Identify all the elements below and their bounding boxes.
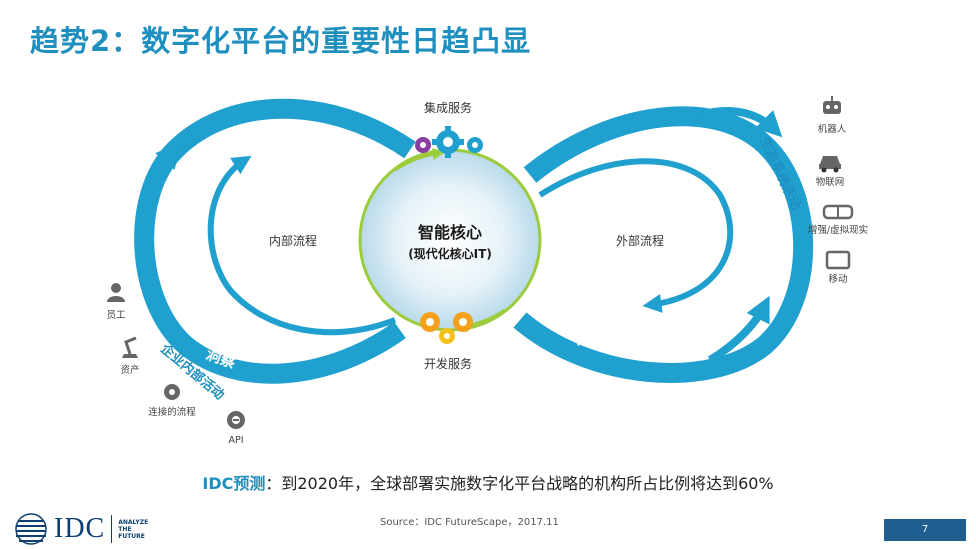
- internal-process-label: 内部流程: [269, 233, 317, 248]
- left-outer-loop: [134, 98, 416, 384]
- left-inner-loop: [207, 155, 397, 336]
- idc-logo: IDC ANALYZE THE FUTURE: [14, 512, 148, 546]
- tablet-icon: [825, 250, 851, 270]
- page-title: 趋势2：数字化平台的重要性日趋凸显: [30, 24, 532, 58]
- flow-data-left: 数据: [296, 127, 330, 153]
- flow-action: 行动: [570, 324, 605, 349]
- car-icon: [819, 156, 841, 173]
- robot-arm-icon: [122, 336, 138, 358]
- gear-icon: [453, 312, 473, 332]
- core-circle: [360, 150, 540, 330]
- right-outer-head: [698, 106, 783, 138]
- right-outer-loop: [513, 106, 814, 383]
- right-icon-label: 增强/虚拟现实: [808, 224, 868, 236]
- gear-icon: [415, 137, 431, 153]
- employee-icon: [107, 283, 125, 302]
- right-icon-label: 机器人: [818, 123, 847, 135]
- flow-data-right: 数据: [694, 135, 729, 164]
- gear-icon: [432, 126, 464, 158]
- left-icon-label: API: [228, 435, 243, 446]
- left-icon-label: 连接的流程: [148, 406, 196, 418]
- page-number: 7: [884, 519, 966, 541]
- right-icon-label: 物联网: [816, 176, 845, 188]
- core-ring-arrow-top: [394, 148, 445, 172]
- gear-icon: [164, 384, 180, 400]
- gear-icon: [439, 328, 455, 344]
- api-gear-icon: [227, 411, 245, 429]
- left-icon-label: 员工: [106, 310, 126, 321]
- gear-icon: [420, 312, 440, 332]
- gear-icon: [467, 137, 483, 153]
- core-title: 智能核心: [418, 223, 482, 242]
- integration-service-label: 集成服务: [424, 100, 472, 115]
- right-inner-loop: [538, 158, 734, 313]
- logo-wordmark: IDC: [54, 513, 106, 544]
- prediction-highlight: IDC预测: [202, 474, 266, 493]
- right-icon-label: 移动: [828, 273, 847, 285]
- globe-icon: [15, 513, 47, 545]
- left-icon-label: 资产: [120, 364, 139, 376]
- development-service-label: 开发服务: [424, 356, 472, 371]
- logo-tagline: ANALYZE THE FUTURE: [118, 518, 149, 540]
- robot-icon: [823, 96, 841, 114]
- idc-prediction: IDC预测：到2020年，全球部署实施数字化平台战略的机构所占比例将达到60%: [150, 470, 826, 494]
- core-subtitle: (现代化核心IT): [408, 246, 492, 261]
- vr-glasses-icon: [822, 204, 854, 220]
- prediction-text: ：到2020年，全球部署实施数字化平台战略的机构所占比例将达到60%: [265, 474, 774, 493]
- external-process-label: 外部流程: [616, 233, 664, 248]
- right-lower-tail: [707, 295, 770, 364]
- left-outer-tail: [135, 142, 182, 302]
- source-note: Source：IDC FutureScape，2017.11: [380, 517, 559, 528]
